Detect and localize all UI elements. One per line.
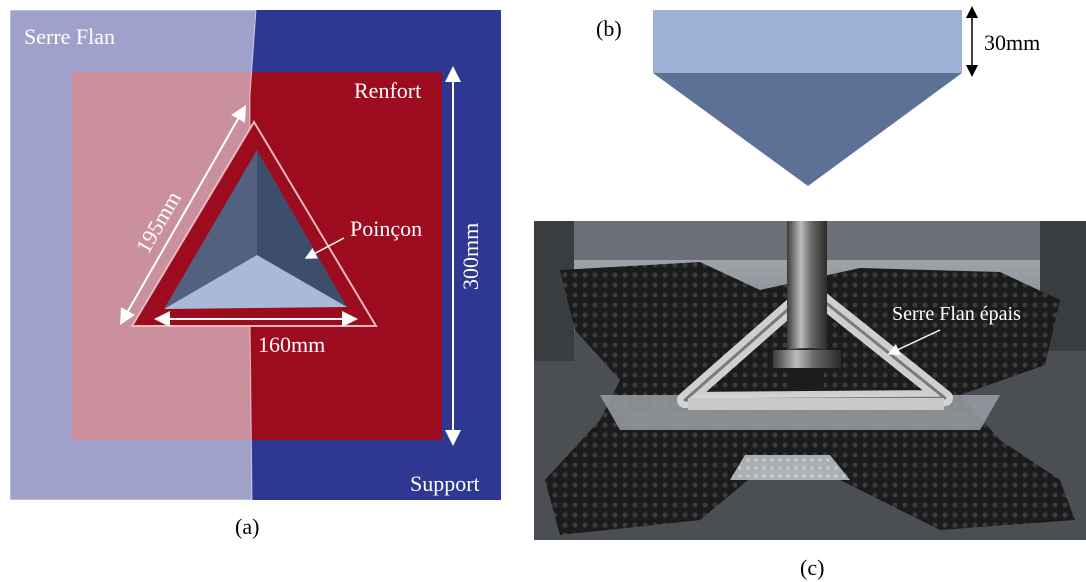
panel-c-photo: Serre Flan épais (c)	[534, 221, 1086, 580]
support-label: Support	[410, 471, 480, 496]
dim-base-label: 160mm	[258, 332, 325, 357]
serre-flan-label: Serre Flan	[24, 24, 115, 49]
caption-b: (b)	[596, 16, 622, 41]
punch-top-block	[653, 10, 962, 73]
poincon-pointer	[304, 237, 345, 259]
renfort-label: Renfort	[354, 78, 421, 103]
punch-rod	[787, 221, 827, 361]
caption-c: (c)	[800, 555, 824, 580]
annotation-label: Serre Flan épais	[892, 303, 1021, 325]
caption-a: (a)	[235, 514, 259, 539]
dim-side-line	[120, 105, 246, 325]
annotation-pointer	[887, 329, 941, 355]
dim-height-label: 300mm	[458, 223, 483, 290]
panel-a: Serre Flan Renfort Support Poinçon 195mm…	[9, 9, 501, 539]
punch-point	[653, 73, 962, 186]
dim-thickness-label: 30mm	[984, 30, 1040, 55]
panel-b: (b) 30mm	[596, 5, 1040, 186]
poincon-label: Poinçon	[350, 216, 422, 241]
